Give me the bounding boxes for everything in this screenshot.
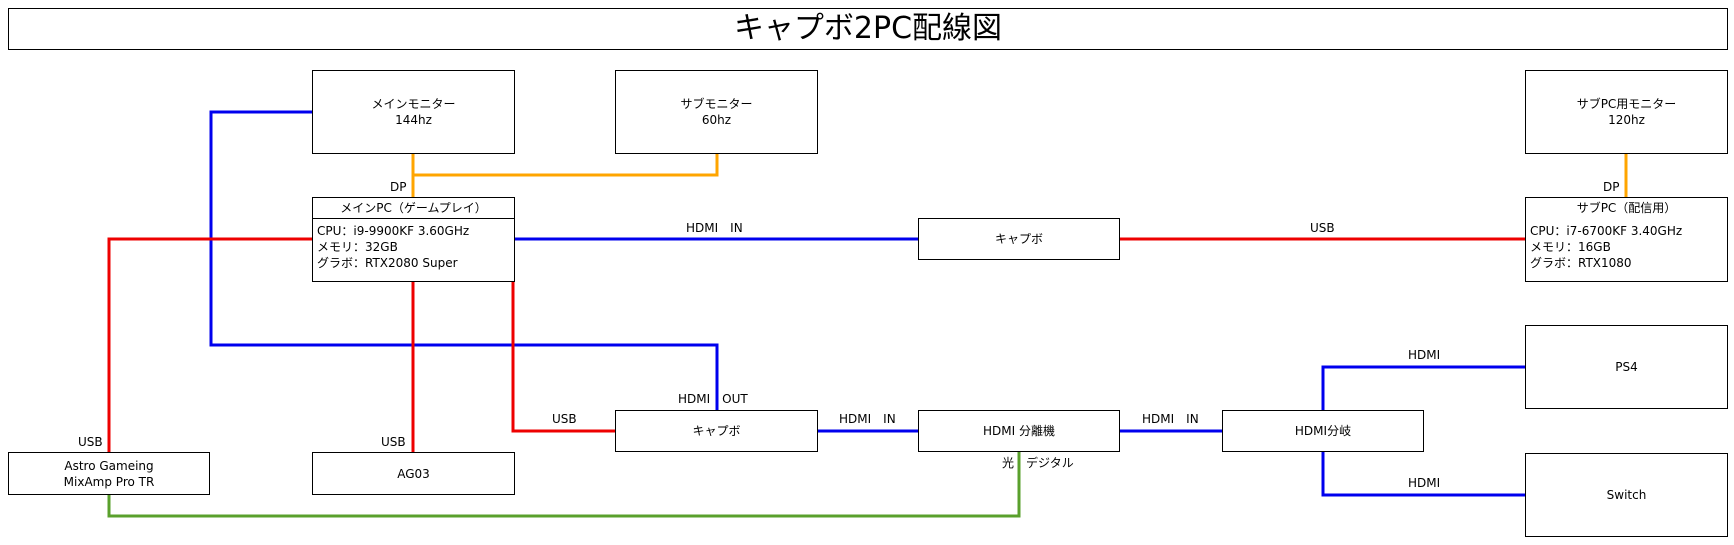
hdmi-splitter-name: HDMI 分離機: [983, 424, 1055, 438]
label-hdmi-ps4: HDMI: [1408, 348, 1441, 362]
label-usb-ag03: USB: [381, 435, 406, 449]
wire-usb-main-pc-to-mixamp: [107, 237, 312, 452]
main-pc-specs: CPU：i9-9900KF 3.60GHz メモリ：32GB グラボ：RTX20…: [317, 223, 469, 271]
label-usb-capbo: USB: [552, 412, 577, 426]
main-pc-gpu: グラボ：RTX2080 Super: [317, 256, 458, 270]
wire-hdmi-branch-to-ps4: [1321, 365, 1525, 410]
hdmi-branch-name: HDMI分岐: [1294, 424, 1352, 438]
label-hdmi-switch: HDMI: [1408, 476, 1441, 490]
label-hdmi-out: HDMI OUT: [678, 392, 748, 406]
mixamp-name-line1: Astro Gameing: [64, 458, 154, 473]
main-monitor-box: メインモニター 144hz: [312, 70, 515, 154]
sub-pc-specs: CPU：i7-6700KF 3.40GHz メモリ：16GB グラボ：RTX10…: [1530, 223, 1682, 271]
label-optical-digital: 光 デジタル: [1002, 456, 1074, 470]
sub-pc-name: サブPC（配信用）: [1576, 201, 1677, 215]
ps4-box: PS4: [1525, 325, 1728, 409]
hdmi-branch-box: HDMI分岐: [1222, 410, 1424, 452]
label-hdmi-in-branch: HDMI IN: [1142, 412, 1199, 426]
ag03-box: AG03: [312, 452, 515, 495]
switch-name: Switch: [1606, 488, 1647, 502]
main-pc-cpu: CPU：i9-9900KF 3.60GHz: [317, 224, 470, 238]
wire-dp-monitors: [411, 154, 719, 177]
sub-pc-box: サブPC（配信用） CPU：i7-6700KF 3.40GHz メモリ：16GB…: [1525, 197, 1728, 282]
main-pc-box: メインPC（ゲームプレイ） CPU：i9-9900KF 3.60GHz メモリ：…: [312, 197, 515, 282]
main-monitor-name: メインモニター: [371, 97, 456, 111]
wire-hdmi-monitor-to-capbo-bottom: [209, 110, 719, 410]
label-hdmi-in-top: HDMI IN: [686, 221, 743, 235]
sub-monitor-box: サブモニター 60hz: [615, 70, 818, 154]
main-pc-memory: メモリ：32GB: [317, 240, 398, 254]
sub-monitor-name: サブモニター: [680, 97, 753, 111]
label-dp-sub: DP: [1603, 180, 1620, 194]
sub-monitor-spec: 60hz: [701, 113, 732, 127]
sub-pc-cpu: CPU：i7-6700KF 3.40GHz: [1530, 224, 1683, 238]
wire-hdmi-branch-to-switch: [1321, 452, 1525, 497]
hdmi-splitter-box: HDMI 分離機: [918, 410, 1120, 452]
ag03-name: AG03: [397, 466, 430, 481]
wire-usb-main-pc-to-capbo-bottom: [511, 282, 615, 433]
sub-pc-monitor-name: サブPC用モニター: [1576, 97, 1677, 111]
mixamp-box: Astro Gameing MixAmp Pro TR: [8, 452, 210, 495]
main-monitor-spec: 144hz: [395, 113, 432, 127]
capbo-top-box: キャプボ: [918, 218, 1120, 260]
ps4-name: PS4: [1615, 360, 1638, 374]
label-usb-top: USB: [1310, 221, 1335, 235]
wire-optical-splitter-to-mixamp: [107, 452, 1021, 518]
sub-pc-monitor-spec: 120hz: [1608, 113, 1645, 127]
mixamp-name-line2: MixAmp Pro TR: [63, 474, 155, 489]
sub-pc-gpu: グラボ：RTX1080: [1530, 256, 1632, 270]
label-usb-mixamp: USB: [78, 435, 103, 449]
capbo-top-name: キャプボ: [994, 232, 1043, 246]
sub-pc-memory: メモリ：16GB: [1530, 240, 1611, 254]
main-pc-name: メインPC（ゲームプレイ）: [313, 198, 514, 219]
diagram-title: キャプボ2PC配線図: [8, 8, 1728, 50]
sub-pc-monitor-box: サブPC用モニター 120hz: [1525, 70, 1728, 154]
diagram-title-text: キャプボ2PC配線図: [733, 11, 1003, 46]
label-dp-main: DP: [390, 180, 407, 194]
capbo-bottom-name: キャプボ: [692, 424, 741, 438]
capbo-bottom-box: キャプボ: [615, 410, 818, 452]
switch-box: Switch: [1525, 453, 1728, 537]
label-hdmi-in-splitter: HDMI IN: [839, 412, 896, 426]
